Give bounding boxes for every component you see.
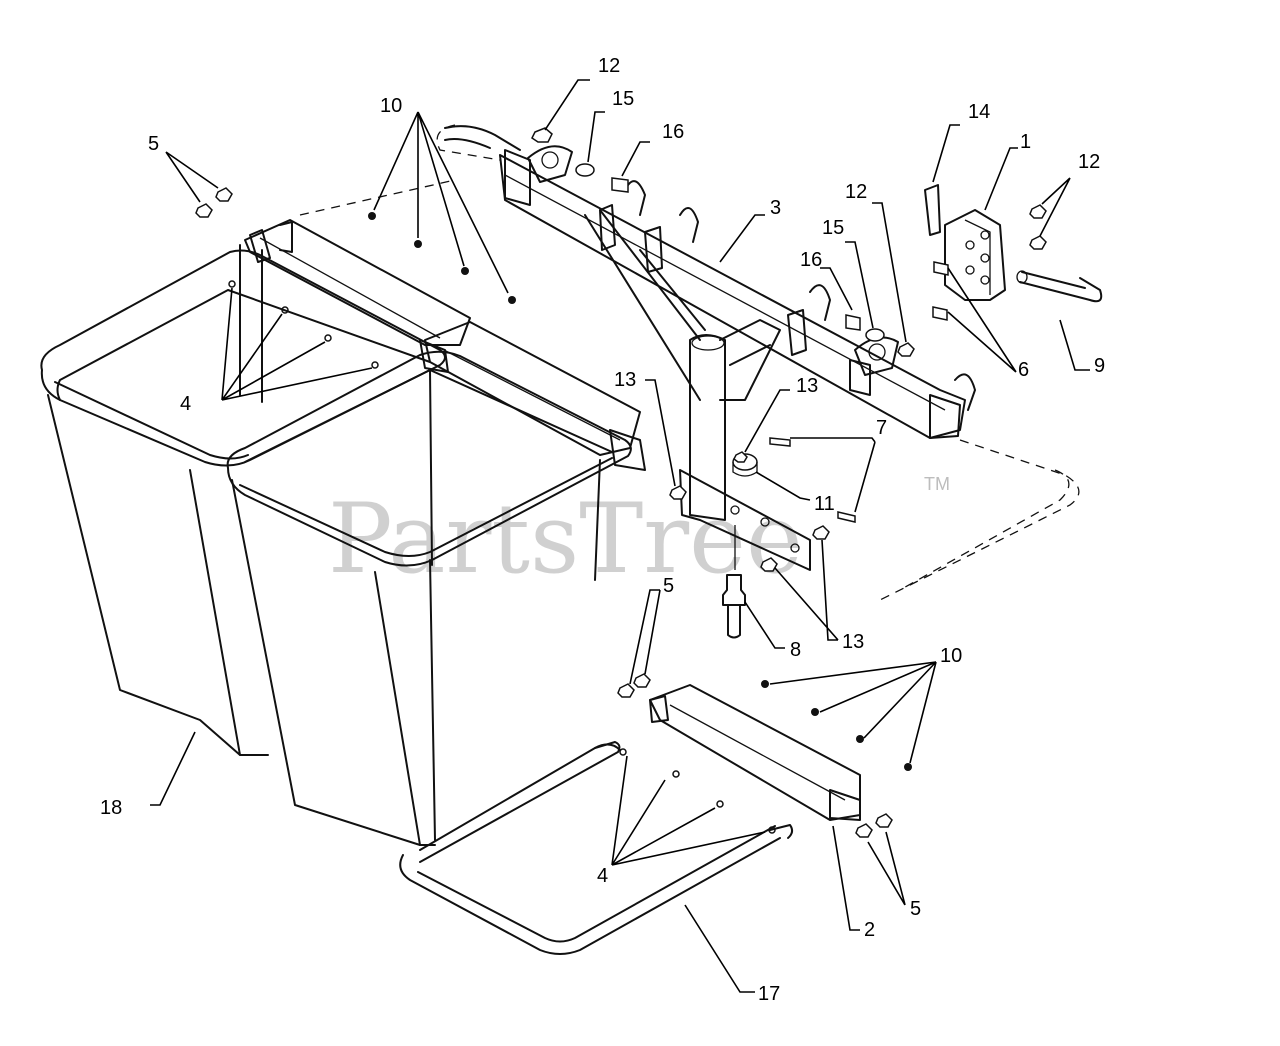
callout-12-right: 12: [1078, 151, 1100, 173]
callout-4-lower: 4: [597, 865, 608, 887]
lower-frame-tube: [399, 741, 794, 955]
upper-support-tube: [444, 125, 521, 151]
hardware: [195, 127, 1047, 838]
callout-9: 9: [1094, 355, 1105, 377]
callout-4-upper: 4: [180, 393, 191, 415]
callout-6: 6: [1018, 359, 1029, 381]
upper-bag-bracket: [244, 219, 471, 373]
callout-5-bottom: 5: [910, 898, 921, 920]
callout-10-top: 10: [380, 95, 402, 117]
watermark: PartsTree TM: [328, 474, 950, 595]
callout-11: 11: [814, 493, 835, 515]
collection-bag-right: [226, 321, 646, 846]
hitch-pin: [722, 574, 746, 639]
callout-5-mid: 5: [663, 575, 674, 597]
watermark-text: PartsTree: [328, 483, 803, 595]
callout-3: 3: [770, 197, 781, 219]
callout-15-mid: 15: [822, 217, 844, 239]
callout-1: 1: [1020, 131, 1031, 153]
callout-16-mid: 16: [800, 249, 822, 271]
callout-12-top: 12: [598, 55, 620, 77]
callout-13-left: 13: [614, 369, 636, 391]
callout-17: 17: [758, 983, 780, 1005]
callout-7: 7: [876, 417, 887, 439]
callout-8: 8: [790, 639, 801, 661]
l-pin: [1016, 270, 1103, 303]
watermark-tm: TM: [924, 474, 950, 494]
callout-18: 18: [100, 797, 122, 819]
main-frame-crossbar: [499, 145, 976, 439]
leader-lines: [150, 79, 1090, 993]
callout-15-top: 15: [612, 88, 634, 110]
callout-labels: 12 15 16 10 5 14 1 12 3 12 15 16 6 9 4 1…: [100, 55, 1105, 1005]
callout-13-bottom: 13: [842, 631, 864, 653]
hitch-plate: [679, 469, 811, 571]
callout-2: 2: [864, 919, 875, 941]
callout-5-top: 5: [148, 133, 159, 155]
collection-bag-left: [40, 249, 446, 756]
callout-13-mid: 13: [796, 375, 818, 397]
callout-16-top: 16: [662, 121, 684, 143]
frame-post: [584, 209, 781, 521]
callout-14: 14: [968, 101, 990, 123]
hitch-bracket: [924, 184, 1006, 301]
lower-bag-bracket: [649, 684, 861, 821]
callout-12-mid: 12: [845, 181, 867, 203]
callout-10-bottom: 10: [940, 645, 962, 667]
